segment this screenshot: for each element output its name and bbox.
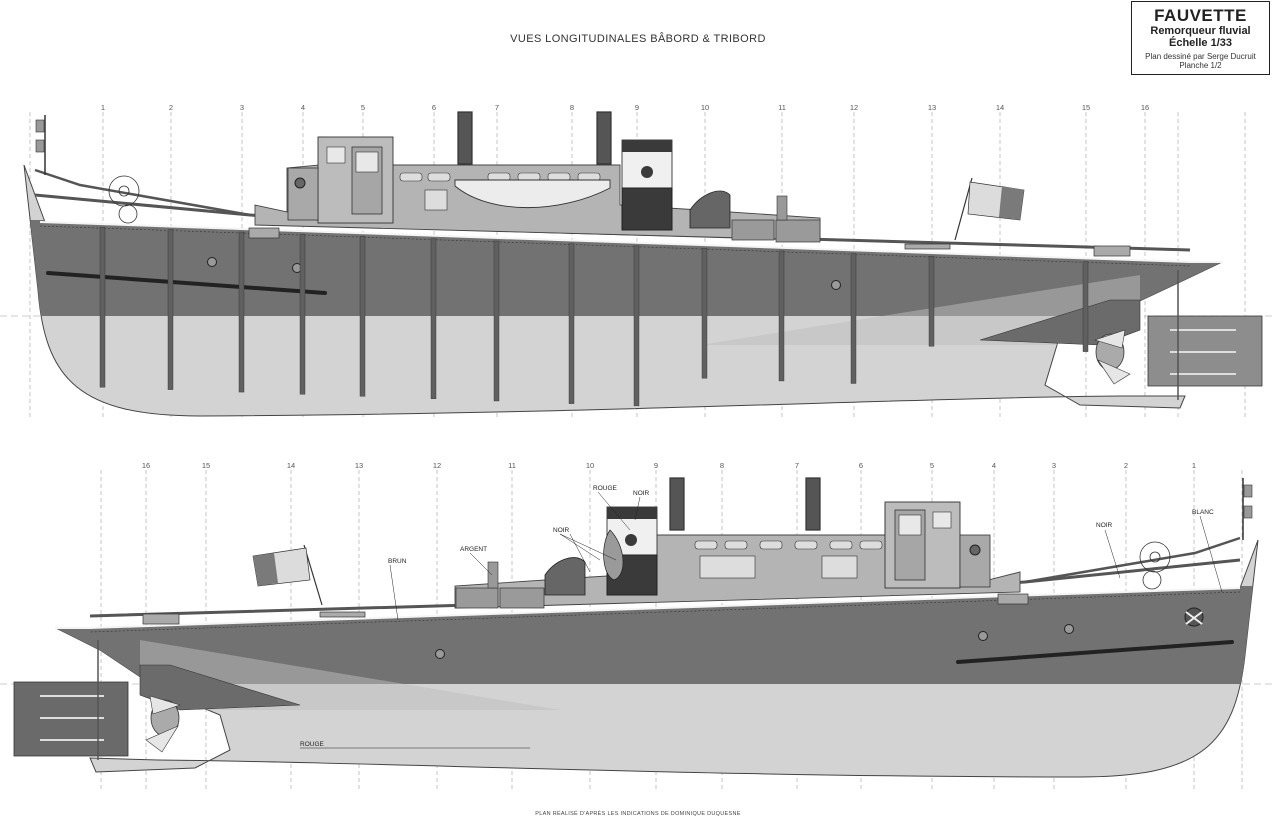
frame-number: 5 (930, 461, 934, 470)
frame-number: 4 (301, 103, 305, 112)
hull-portholes (435, 624, 1074, 659)
frame-number: 3 (240, 103, 244, 112)
frame-stiffener (850, 253, 857, 384)
vessel-name: FAUVETTE (1154, 6, 1247, 25)
frame-number: 14 (996, 103, 1004, 112)
callout-brun: BRUN (388, 558, 407, 565)
frame-stiffener (493, 240, 500, 402)
footer-credit: PLAN RÉALISÉ D'APRÈS LES INDICATIONS DE … (535, 811, 741, 817)
davits (457, 111, 612, 165)
deckhouse-windows (694, 540, 883, 579)
frame-number: 10 (701, 103, 709, 112)
funnel (621, 139, 673, 231)
deckhouse-windows (399, 172, 601, 211)
bow-winch (108, 175, 140, 224)
frame-number: 4 (992, 461, 996, 470)
frame-number: 8 (570, 103, 574, 112)
skeg (139, 664, 301, 711)
frame-number: 12 (850, 103, 858, 112)
callout-rouge-funnel: ROUGE (593, 485, 618, 492)
stern-flag (252, 544, 323, 606)
lifeboat (454, 179, 611, 209)
callout-noir-funnel: NOIR (633, 490, 650, 497)
frame-number: 2 (1124, 461, 1128, 470)
callout-blanc: BLANC (1192, 509, 1214, 516)
frame-number: 13 (355, 461, 363, 470)
bow-winch (1139, 541, 1171, 590)
frame-stiffener (99, 227, 106, 388)
frame-stiffener (633, 245, 640, 407)
frame-number: 1 (1192, 461, 1196, 470)
starboard-side-view (13, 470, 1259, 790)
frame-number: 14 (287, 461, 295, 470)
frame-stiffener (238, 231, 245, 393)
frame-stiffener (778, 250, 785, 382)
sheer-line (56, 587, 1241, 629)
frame-number: 8 (720, 461, 724, 470)
drawing-author: Plan dessiné par Serge Ducruit (1145, 52, 1256, 61)
frame-number: 6 (859, 461, 863, 470)
frame-number: 2 (169, 103, 173, 112)
frame-number: 7 (495, 103, 499, 112)
hull-portholes (207, 257, 841, 290)
frame-number: 11 (778, 103, 786, 112)
frame-number: 13 (928, 103, 936, 112)
frame-stiffener (299, 234, 306, 395)
frame-stiffener (701, 248, 708, 379)
frame-number: 6 (432, 103, 436, 112)
main-heading: VUES LONGITUDINALES BÂBORD & TRIBORD (510, 33, 766, 45)
callout-noir-horns: NOIR (553, 527, 570, 534)
callout-noir-bow: NOIR (1096, 522, 1113, 529)
frame-number: 15 (202, 461, 210, 470)
frame-number: 5 (361, 103, 365, 112)
frame-number: 9 (654, 461, 658, 470)
rubbing-strake (46, 271, 327, 295)
frame-number: 9 (635, 103, 639, 112)
frame-number-row-bottom: 16 15 14 13 12 11 10 9 8 7 6 5 4 3 2 1 (142, 461, 1196, 470)
propeller (1094, 329, 1131, 385)
paint-callouts (300, 491, 1223, 749)
frame-stiffener (430, 238, 437, 399)
frame-number: 3 (1052, 461, 1056, 470)
frame-stiffener (359, 236, 366, 397)
frame-number: 16 (1141, 103, 1149, 112)
frame-number: 15 (1082, 103, 1090, 112)
callout-argent: ARGENT (460, 546, 487, 553)
propeller (145, 695, 181, 753)
davits (669, 477, 821, 531)
frame-number: 1 (101, 103, 105, 112)
rubbing-strake (956, 640, 1234, 664)
stern-flag (954, 177, 1025, 241)
frame-stiffener (1082, 261, 1089, 352)
callout-rouge-hull: ROUGE (300, 741, 325, 748)
frame-stiffener (167, 229, 174, 390)
frame-number: 7 (795, 461, 799, 470)
frame-stiffener (568, 243, 575, 404)
port-side-view (23, 111, 1263, 418)
frame-number: 10 (586, 461, 594, 470)
anchor-icon (1184, 607, 1204, 627)
skeg (979, 299, 1141, 346)
drawing-scale: Échelle 1/33 (1169, 37, 1232, 49)
frame-number: 16 (142, 461, 150, 470)
title-block: FAUVETTE Remorqueur fluvial Échelle 1/33… (1131, 1, 1270, 75)
sheet-number: Planche 1/2 (1179, 61, 1222, 70)
frame-stiffener (928, 256, 935, 347)
frame-number: 12 (433, 461, 441, 470)
vessel-type: Remorqueur fluvial (1150, 25, 1251, 37)
frame-number: 11 (508, 461, 516, 470)
sheer-line (39, 221, 1222, 263)
